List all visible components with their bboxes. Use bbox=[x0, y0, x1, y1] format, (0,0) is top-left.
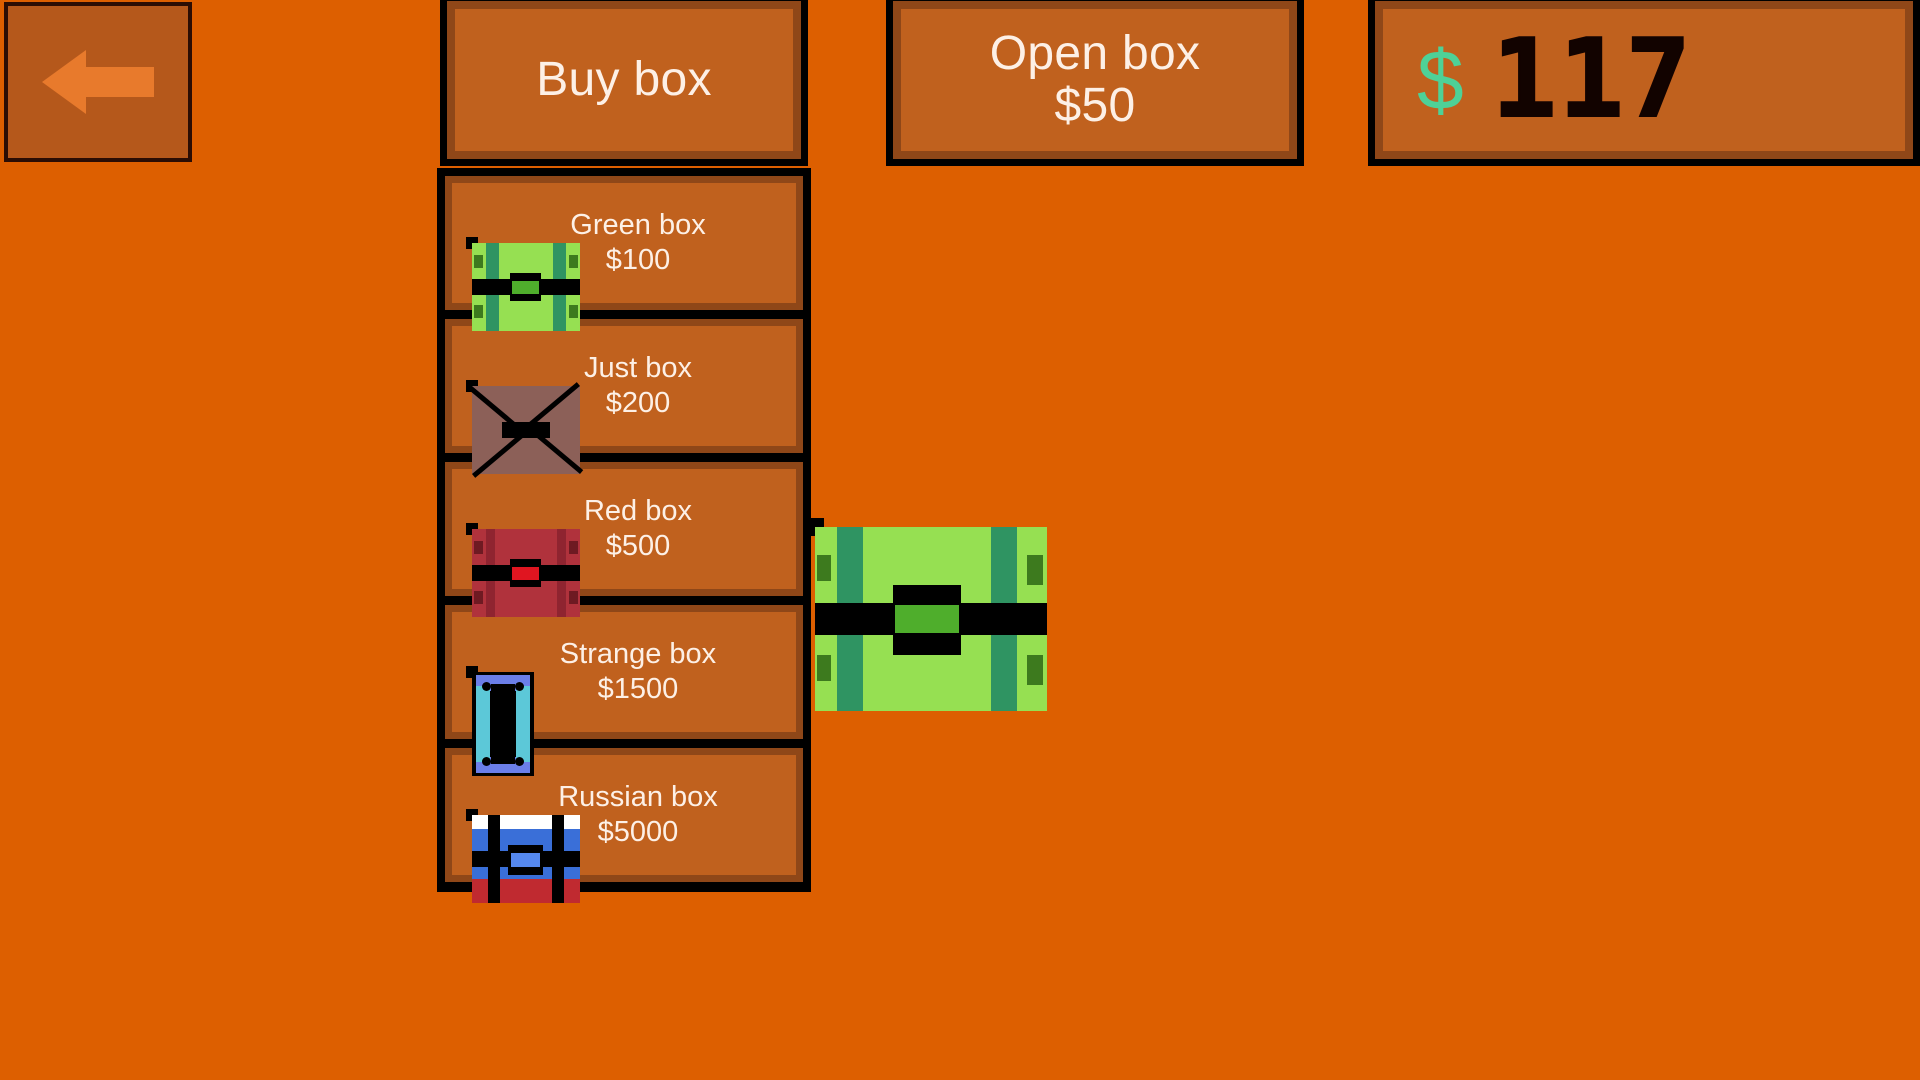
money-amount: 117 bbox=[1491, 17, 1693, 142]
list-item[interactable]: Green box $100 bbox=[445, 176, 803, 331]
strange-crystal-icon bbox=[466, 666, 534, 776]
open-box-button[interactable]: Open box $50 bbox=[886, 0, 1304, 166]
list-item[interactable]: Just box $200 bbox=[445, 319, 803, 478]
green-chest-icon bbox=[466, 237, 580, 331]
list-item-inner: Red box $500 bbox=[452, 469, 796, 617]
list-item-price: $500 bbox=[605, 530, 671, 562]
list-item-price: $1500 bbox=[597, 673, 679, 705]
open-box-label: Open box bbox=[989, 27, 1201, 81]
list-item-inner: Green box $100 bbox=[452, 183, 796, 331]
buy-box-fill: Buy box bbox=[455, 9, 793, 151]
russian-flag-chest-icon bbox=[466, 809, 580, 903]
list-item-name: Russian box bbox=[558, 780, 718, 813]
list-item-price: $200 bbox=[605, 387, 671, 419]
list-item-inner: Just box $200 bbox=[452, 326, 796, 478]
open-box-fill: Open box $50 bbox=[901, 9, 1289, 151]
list-item-name: Red box bbox=[583, 494, 692, 527]
back-button[interactable] bbox=[4, 2, 192, 162]
red-chest-icon bbox=[466, 523, 580, 617]
list-item-text: Russian box $5000 bbox=[490, 780, 796, 851]
buy-box-label: Buy box bbox=[536, 53, 712, 107]
open-box-ring: Open box $50 bbox=[893, 1, 1297, 159]
arrow-shaft bbox=[82, 67, 154, 97]
money-ring: $ 117 bbox=[1375, 1, 1913, 159]
buy-box-button[interactable]: Buy box bbox=[440, 0, 808, 166]
list-item-text: Strange box $1500 bbox=[490, 637, 796, 708]
money-fill: $ 117 bbox=[1383, 9, 1905, 151]
list-item-name: Strange box bbox=[559, 637, 717, 670]
buy-box-ring: Buy box bbox=[447, 1, 801, 159]
list-item[interactable]: Strange box $1500 bbox=[445, 605, 803, 776]
arrow-left-icon bbox=[42, 50, 154, 114]
box-list: Green box $100 Just box $200 bbox=[437, 168, 811, 903]
list-item-name: Just box bbox=[584, 351, 692, 384]
brown-box-icon bbox=[466, 380, 584, 478]
list-item-price: $5000 bbox=[597, 816, 679, 848]
open-box-price: $50 bbox=[1054, 79, 1136, 132]
list-item-text: Just box $200 bbox=[490, 351, 796, 422]
list-item-name: Green box bbox=[570, 208, 706, 241]
arrow-head bbox=[42, 50, 86, 114]
list-item-price: $100 bbox=[605, 244, 671, 276]
money-display: $ 117 bbox=[1368, 0, 1920, 166]
list-item[interactable]: Red box $500 bbox=[445, 462, 803, 617]
list-item-text: Green box $100 bbox=[490, 208, 796, 279]
list-item-inner: Strange box $1500 bbox=[452, 612, 796, 776]
featured-box[interactable] bbox=[806, 518, 1047, 711]
back-button-inner bbox=[8, 6, 188, 158]
dollar-sign-icon: $ bbox=[1417, 33, 1464, 127]
list-item-text: Red box $500 bbox=[490, 494, 796, 565]
open-box-label-group: Open box $50 bbox=[990, 28, 1201, 132]
list-item-inner: Russian box $5000 bbox=[452, 755, 796, 903]
